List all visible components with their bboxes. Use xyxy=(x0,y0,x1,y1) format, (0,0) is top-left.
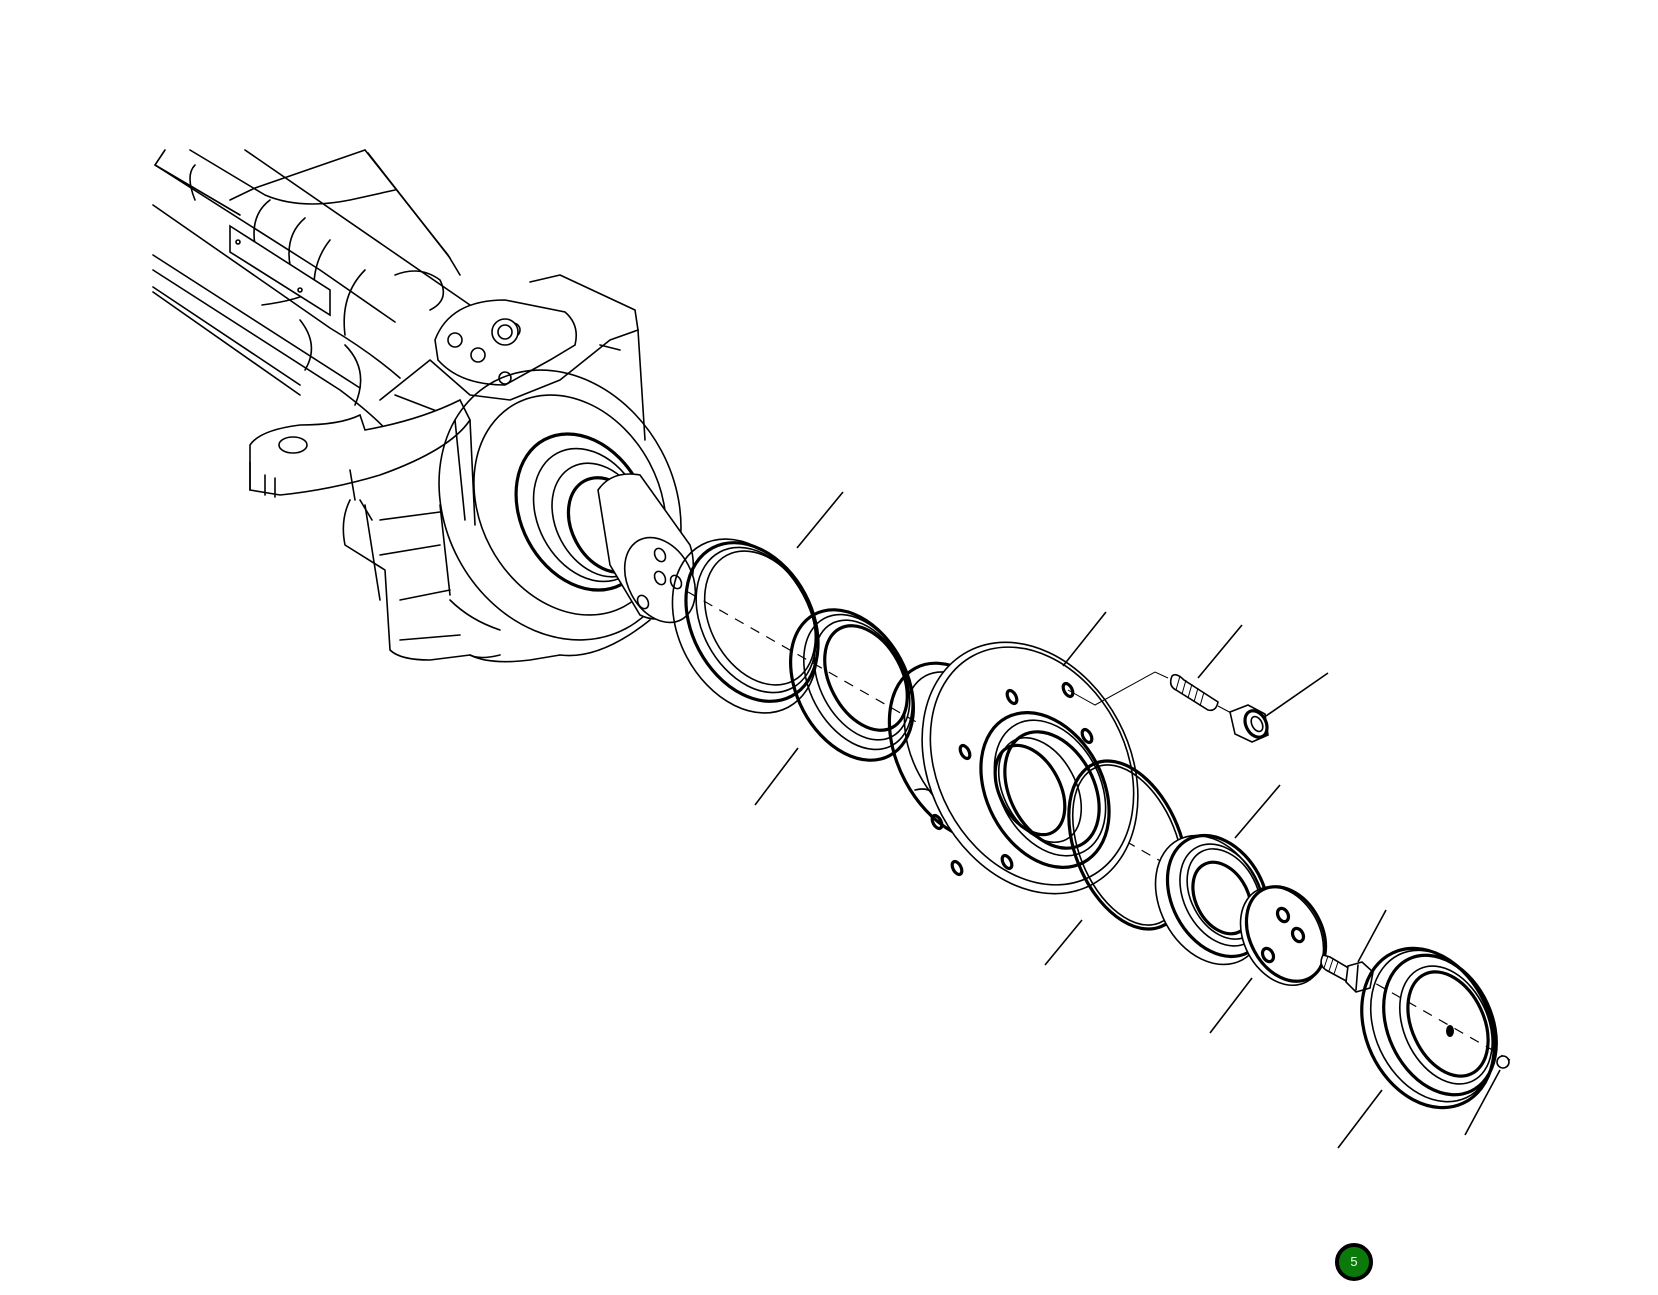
thrust-washer xyxy=(1209,885,1328,1034)
wheel-nut xyxy=(1229,672,1329,743)
plug xyxy=(1464,1055,1510,1136)
inner-seal xyxy=(754,608,915,806)
hub-cap xyxy=(1337,946,1498,1149)
steering-knuckle xyxy=(152,149,697,663)
o-ring xyxy=(1044,759,1189,966)
wheel-stud xyxy=(1169,624,1243,716)
bearing xyxy=(1154,784,1281,966)
page-number-badge[interactable]: 5 xyxy=(1335,1243,1373,1281)
